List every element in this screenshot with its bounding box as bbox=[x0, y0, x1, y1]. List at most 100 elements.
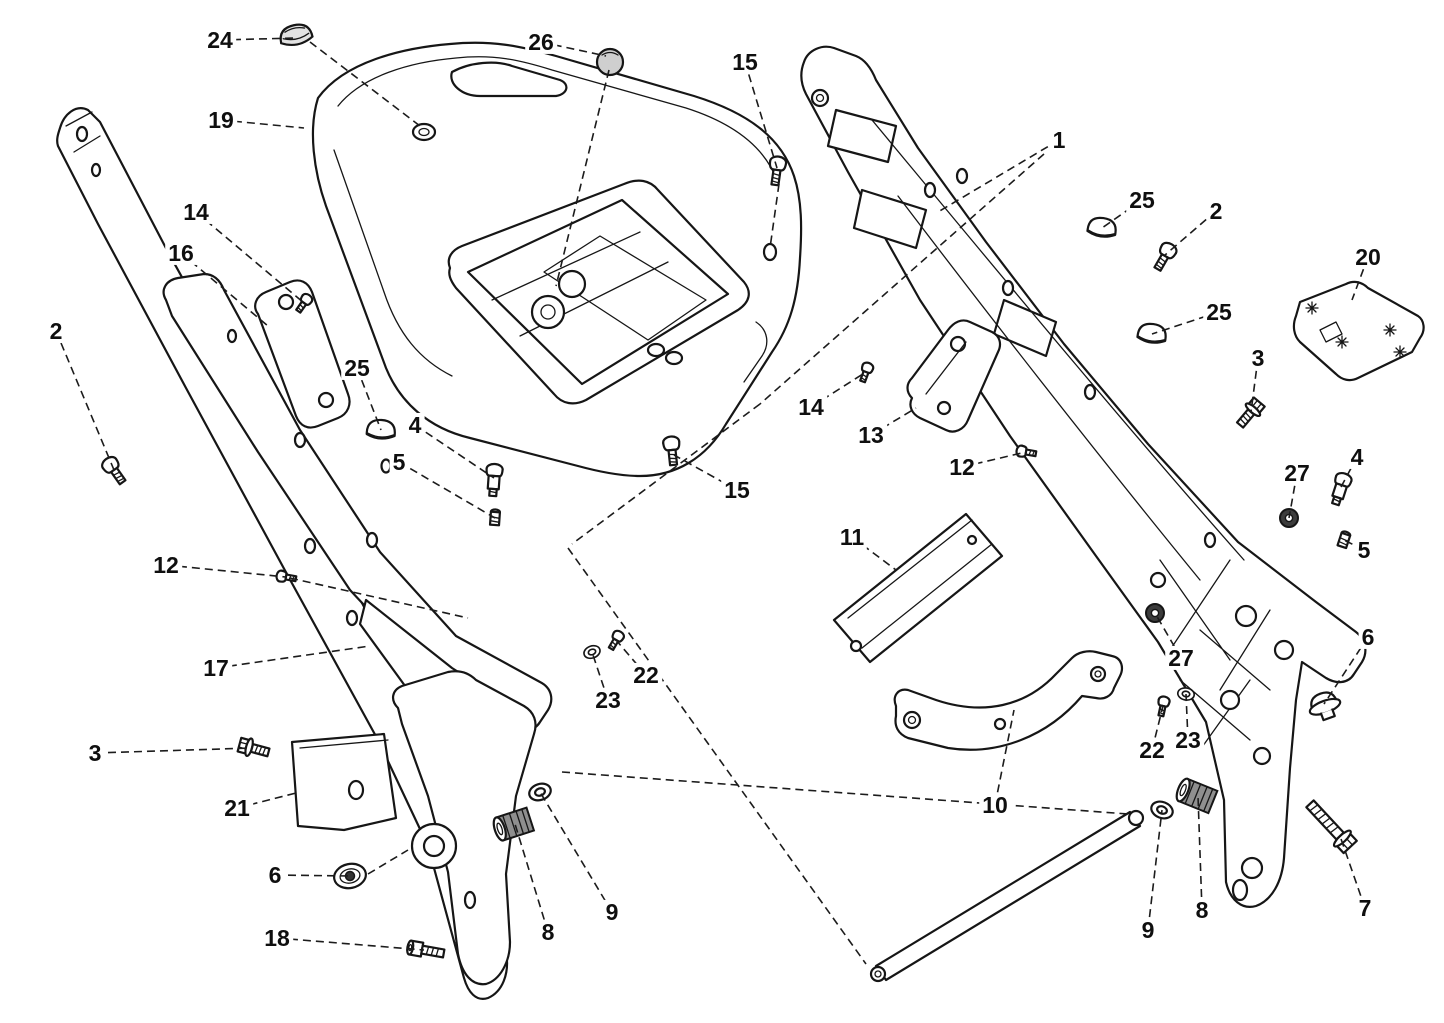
leader-line-25 bbox=[1101, 199, 1143, 229]
callout-5: 5 bbox=[389, 450, 409, 474]
part-4-bolt bbox=[1326, 470, 1355, 508]
leader-line-12 bbox=[961, 451, 1027, 468]
callout-6: 6 bbox=[265, 863, 285, 887]
leader-line-13 bbox=[870, 407, 917, 436]
callout-5: 5 bbox=[1354, 538, 1374, 562]
callout-13: 13 bbox=[855, 423, 887, 447]
leader-line-11 bbox=[851, 536, 897, 571]
callout-12: 12 bbox=[946, 455, 978, 479]
sparkle-mark bbox=[1335, 335, 1349, 349]
callout-25: 25 bbox=[1126, 188, 1158, 212]
part-5-screw bbox=[1336, 529, 1353, 550]
construction-line bbox=[367, 849, 409, 875]
leader-line-27 bbox=[1154, 612, 1182, 659]
right-subframe-rail bbox=[800, 45, 1367, 908]
callout-26: 26 bbox=[525, 30, 557, 54]
leader-line-25 bbox=[356, 367, 382, 431]
part-3-bolt bbox=[1232, 395, 1268, 432]
part-24-cap bbox=[276, 20, 315, 49]
leader-line-8 bbox=[514, 823, 549, 933]
callout-17: 17 bbox=[200, 656, 232, 680]
callout-8: 8 bbox=[1192, 898, 1212, 922]
callout-2: 2 bbox=[46, 319, 66, 343]
bracket-plate bbox=[832, 512, 1004, 664]
callout-14: 14 bbox=[795, 395, 827, 419]
construction-line bbox=[561, 771, 1129, 815]
callout-14: 14 bbox=[180, 200, 212, 224]
leader-line-3 bbox=[94, 747, 253, 754]
leader-line-9 bbox=[1147, 809, 1163, 931]
callout-15: 15 bbox=[721, 478, 753, 502]
callout-9: 9 bbox=[602, 900, 622, 924]
callout-16: 16 bbox=[165, 241, 197, 265]
part-25-cap bbox=[1085, 215, 1119, 240]
leader-line-21 bbox=[236, 791, 301, 809]
callout-9: 9 bbox=[1138, 918, 1158, 942]
leader-line-5 bbox=[398, 461, 496, 519]
construction-line bbox=[571, 403, 761, 545]
callout-10: 10 bbox=[979, 793, 1011, 817]
cross-brace bbox=[893, 650, 1123, 751]
shock-rod bbox=[869, 809, 1145, 983]
callout-21: 21 bbox=[221, 796, 253, 820]
part-6-plug bbox=[330, 859, 370, 893]
construction-line bbox=[309, 41, 421, 127]
leader-line-12 bbox=[165, 564, 287, 578]
part-18-bolt bbox=[405, 939, 447, 962]
callout-2: 2 bbox=[1206, 199, 1226, 223]
callout-1: 1 bbox=[1049, 128, 1069, 152]
callout-6: 6 bbox=[1358, 625, 1378, 649]
leader-line-14 bbox=[195, 211, 305, 304]
part-4-bolt bbox=[483, 462, 505, 498]
part-2-screw bbox=[98, 453, 131, 488]
sparkle-mark bbox=[1383, 323, 1397, 337]
leader-line-2 bbox=[1164, 210, 1217, 256]
link-plate bbox=[254, 279, 351, 429]
part-7-bolt bbox=[1300, 795, 1360, 856]
callout-20: 20 bbox=[1352, 245, 1384, 269]
callout-22: 22 bbox=[630, 663, 662, 687]
cover-plate bbox=[290, 732, 398, 832]
leader-line-15 bbox=[744, 61, 778, 169]
callout-23: 23 bbox=[1172, 728, 1204, 752]
callout-3: 3 bbox=[85, 741, 105, 765]
leader-line-1 bbox=[937, 139, 1060, 213]
callout-12: 12 bbox=[150, 553, 182, 577]
callout-24: 24 bbox=[204, 28, 236, 52]
leader-line-14 bbox=[810, 371, 867, 408]
leader-line-2 bbox=[55, 330, 115, 471]
sparkle-mark bbox=[1305, 301, 1319, 315]
leader-line-16 bbox=[180, 252, 269, 327]
callout-8: 8 bbox=[538, 920, 558, 944]
leader-line-18 bbox=[276, 937, 425, 951]
callout-4: 4 bbox=[405, 413, 425, 437]
part-27-grommet bbox=[1145, 603, 1165, 623]
callout-27: 27 bbox=[1281, 461, 1313, 485]
construction-line bbox=[289, 577, 469, 619]
callout-15: 15 bbox=[729, 50, 761, 74]
leader-line-25 bbox=[1151, 311, 1220, 335]
leader-line-26 bbox=[540, 41, 607, 57]
part-14-screw bbox=[856, 360, 876, 385]
callout-22: 22 bbox=[1136, 738, 1168, 762]
part-26-cap bbox=[595, 47, 625, 77]
part-9-washer bbox=[525, 779, 555, 805]
callout-25: 25 bbox=[1203, 300, 1235, 324]
callout-25: 25 bbox=[341, 356, 373, 380]
construction-line bbox=[769, 183, 780, 249]
left-subframe-rail bbox=[56, 107, 553, 1000]
callout-27: 27 bbox=[1165, 646, 1197, 670]
support-bracket bbox=[906, 319, 1002, 433]
callout-23: 23 bbox=[592, 688, 624, 712]
callout-7: 7 bbox=[1355, 896, 1375, 920]
part-6-plug bbox=[1304, 687, 1346, 725]
sparkle-mark bbox=[1393, 345, 1407, 359]
construction-line bbox=[555, 69, 610, 287]
construction-line bbox=[567, 547, 867, 965]
leader-line-23 bbox=[591, 651, 609, 701]
callout-4: 4 bbox=[1347, 445, 1367, 469]
callout-11: 11 bbox=[836, 525, 868, 549]
callout-3: 3 bbox=[1248, 346, 1268, 370]
